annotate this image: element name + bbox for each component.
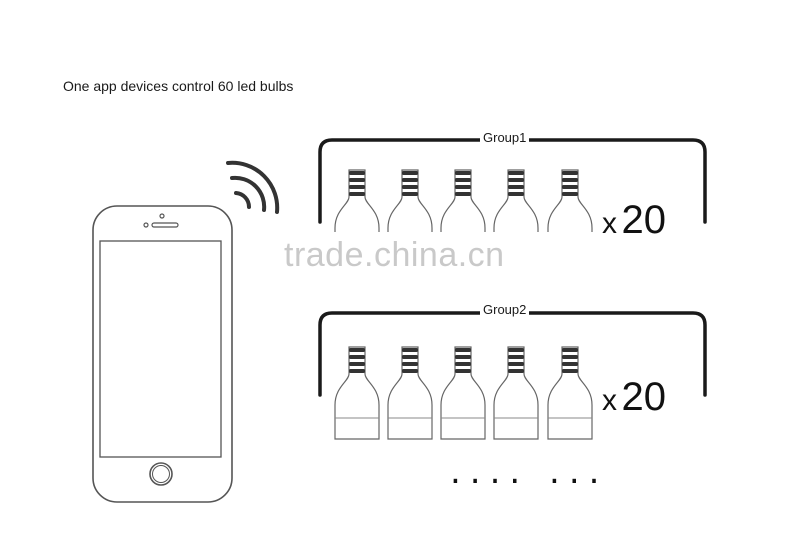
group1-multiplier: x 20: [602, 198, 666, 234]
group2-label: Group2: [480, 302, 530, 317]
group2-bulbs: [334, 346, 593, 440]
group2-multiplier: x 20: [602, 375, 666, 420]
led-bulb-icon: [387, 346, 433, 440]
group1-multiplier-x: x: [602, 207, 617, 234]
group1-multiplier-count: 20: [621, 198, 666, 234]
led-bulb-icon: [334, 346, 380, 440]
group2-multiplier-x: x: [602, 384, 617, 417]
led-bulb-icon: [440, 346, 486, 440]
diagram-caption: One app devices control 60 led bulbs: [63, 78, 294, 94]
smartphone-icon: [92, 205, 233, 503]
led-bulb-icon: [547, 346, 593, 440]
group1-label: Group1: [480, 130, 530, 145]
continuation-dots: .... ...: [450, 452, 609, 492]
led-bulb-icon: [493, 169, 539, 246]
watermark: trade.china.cn: [284, 236, 505, 274]
led-bulb-icon: [493, 346, 539, 440]
led-bulb-icon: [334, 169, 380, 246]
group2-multiplier-count: 20: [621, 375, 666, 419]
wifi-signal-icon: [226, 160, 280, 214]
watermark-band: [300, 232, 720, 280]
